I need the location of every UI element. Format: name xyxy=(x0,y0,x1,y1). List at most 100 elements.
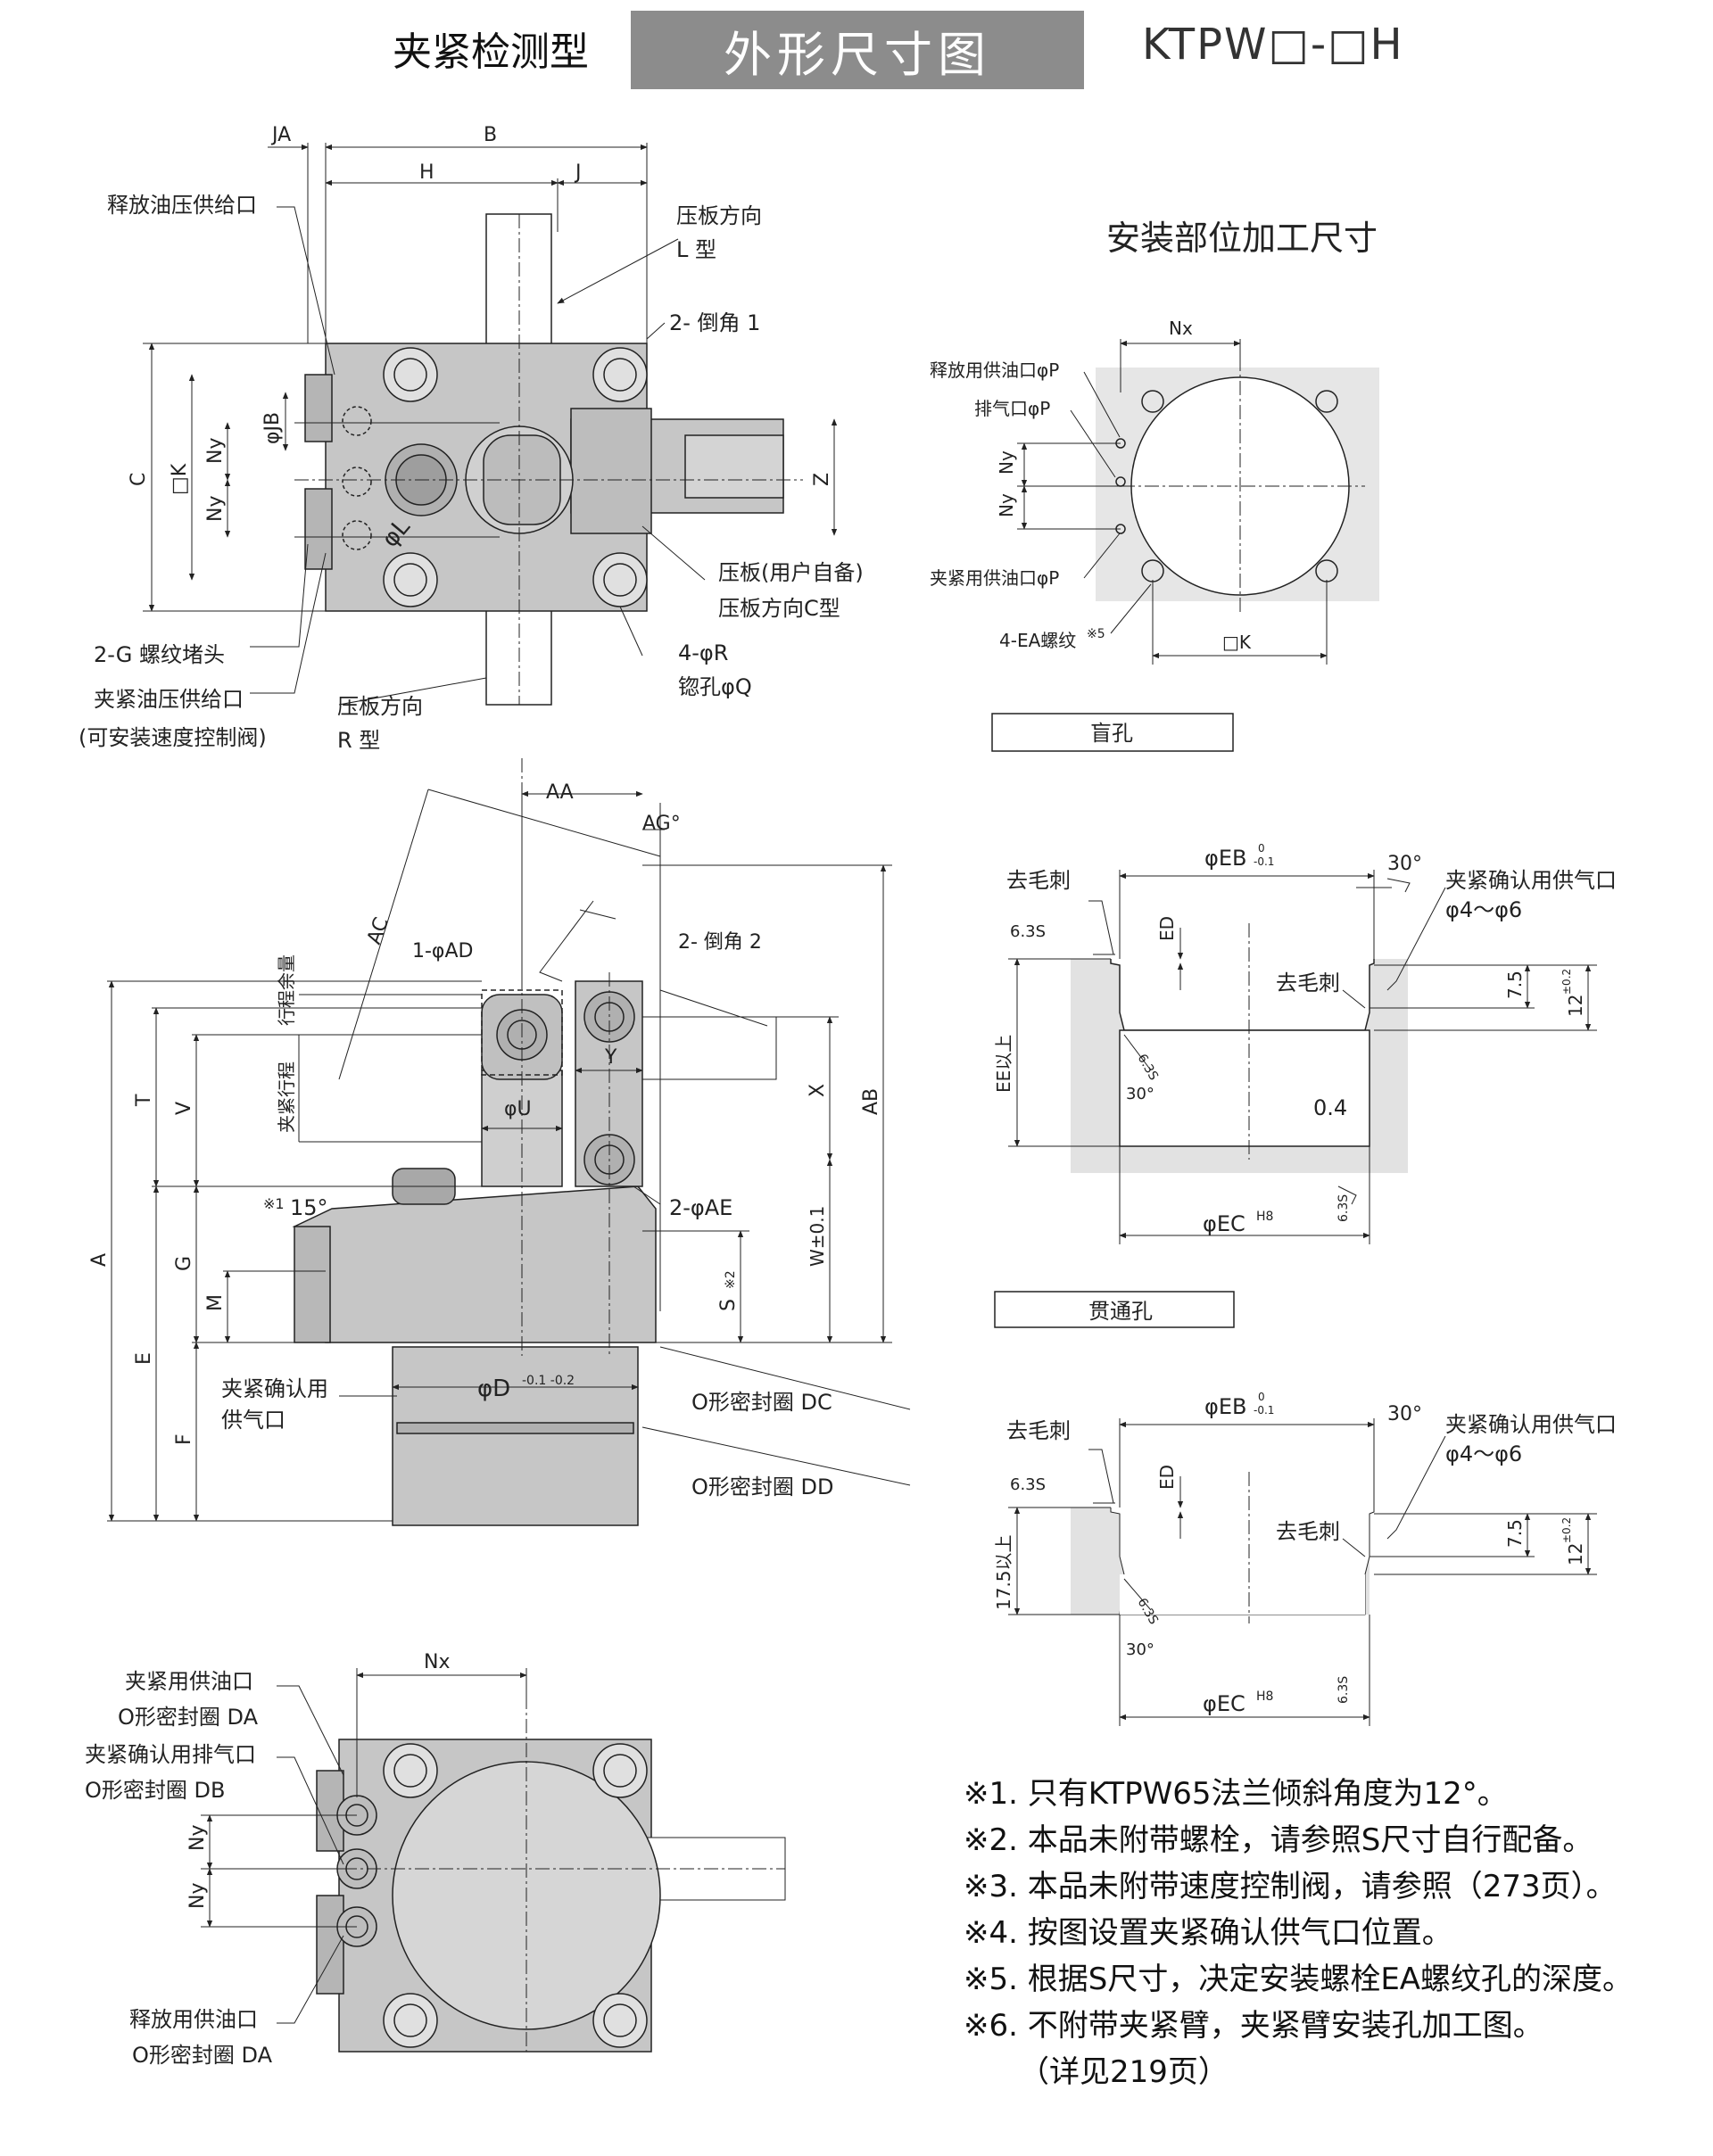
top-view xyxy=(143,143,838,706)
blind-d75: 7.5 xyxy=(1504,971,1526,999)
series-name: 夹紧检测型 xyxy=(393,29,589,75)
blind-d12: 12 xyxy=(1565,995,1586,1017)
blind-angle30b: 30° xyxy=(1126,1085,1154,1103)
mount-label-thread: 4-EA螺纹 xyxy=(999,630,1076,651)
side-view-labels: AA AG° AC 1-φAD 2- 倒角 2 行程余量 夹紧行程 φU Y X… xyxy=(88,781,882,1499)
through-deburr2: 去毛刺 xyxy=(1276,1519,1340,1544)
section-title: 外形尺寸图 xyxy=(631,11,1084,89)
note-2: ※2. 本品未附带螺栓，请参照S尺寸自行配备。 xyxy=(964,1822,1593,1858)
side-flange xyxy=(292,1185,657,1343)
through-d12-tol: ±0.2 xyxy=(1560,1517,1573,1543)
dim-m: M xyxy=(204,1294,227,1311)
dim-w: W±0.1 xyxy=(807,1206,828,1267)
label-dir-l-2: L 型 xyxy=(676,237,716,262)
dim-note1: ※1 xyxy=(263,1195,285,1212)
mount-label-clamp: 夹紧用供油口φP xyxy=(930,567,1059,589)
through-ec: φEC xyxy=(1203,1691,1245,1716)
through-d175: 17.5以上 xyxy=(993,1534,1014,1610)
mount-label-note5: ※5 xyxy=(1087,627,1105,641)
blind-angle30: 30° xyxy=(1387,853,1422,875)
dim-x: X xyxy=(807,1084,829,1097)
mount-dim-ny2: Ny xyxy=(996,493,1017,517)
footnotes: ※1. 只有KTPW65法兰倾斜角度为12°。 ※2. 本品未附带螺栓，请参照S… xyxy=(964,1771,1695,2095)
dim-u: φU xyxy=(504,1098,532,1120)
note-3: ※3. 本品未附带速度控制阀，请参照（273页）。 xyxy=(964,1869,1617,1904)
through-d75: 7.5 xyxy=(1504,1519,1526,1548)
dim-e: E xyxy=(133,1352,155,1365)
dim-ac: AC xyxy=(363,914,393,947)
through-eb: φEB xyxy=(1204,1394,1246,1419)
dim-j: J xyxy=(574,161,582,184)
blind-ec-fit: H8 xyxy=(1256,1210,1273,1224)
blind-eb: φEB xyxy=(1204,846,1246,871)
dim-a: A xyxy=(88,1253,111,1267)
dim-d: φD xyxy=(477,1375,510,1402)
dim-aa: AA xyxy=(546,781,574,804)
blind-deburr2: 去毛刺 xyxy=(1276,971,1340,995)
dim-ag: AG° xyxy=(642,813,681,835)
through-angle30: 30° xyxy=(1387,1403,1422,1425)
mount-view-labels: 安装部位加工尺寸 Nx Ny Ny □K 释放用供油口φP 排气口φP 夹紧用供… xyxy=(930,219,1378,746)
dim-ja: JA xyxy=(270,124,291,146)
label-clamp-port-2: (可安装速度控制阀) xyxy=(79,725,267,750)
dim-stroke: 夹紧行程 xyxy=(276,1061,297,1133)
bottom-view-labels: Nx Ny Ny 夹紧用供油口 O形密封圈 DA 夹紧确认用排气口 O形密封圈 … xyxy=(85,1651,450,2068)
through-rough1: 6.3S xyxy=(1010,1475,1046,1494)
dim-s: S xyxy=(717,1299,740,1311)
dim-t: T xyxy=(133,1094,155,1107)
dim-ny1: Ny xyxy=(204,438,227,464)
mount-label-release: 释放用供油口φP xyxy=(930,359,1059,381)
label-dir-r-2: R 型 xyxy=(337,728,380,753)
dim-v: V xyxy=(173,1102,195,1115)
bottom-dim-nx: Nx xyxy=(424,1651,450,1673)
label-plug: 2-G 螺纹堵头 xyxy=(94,642,225,667)
dim-f: F xyxy=(173,1433,195,1445)
dim-g: G xyxy=(173,1256,195,1271)
dim-stroke-margin: 行程余量 xyxy=(276,954,297,1026)
label-dir-r-1: 压板方向 xyxy=(337,694,423,719)
through-rough3: 6.3S xyxy=(1336,1676,1351,1704)
label-oring-dc: O形密封圈 DC xyxy=(691,1390,832,1415)
bottom-dim-ny2: Ny xyxy=(186,1883,209,1909)
blind-d12-tol: ±0.2 xyxy=(1560,969,1573,995)
bottom-label-clamp-2: O形密封圈 DA xyxy=(118,1705,259,1730)
note-6: ※6. 不附带夹紧臂，夹紧臂安装孔加工图。 xyxy=(964,2008,1543,2044)
mount-view xyxy=(991,339,1379,752)
bottom-label-release-2: O形密封圈 DA xyxy=(132,2043,273,2068)
blind-d04: 0.4 xyxy=(1313,1095,1347,1120)
dim-h: H xyxy=(419,161,434,184)
page-header: 夹紧检测型 外形尺寸图 KTPW□-□H xyxy=(0,0,1713,107)
blind-confirm-range: φ4～φ6 xyxy=(1445,897,1522,922)
note-5: ※5. 根据S尺寸，决定安装螺栓EA螺纹孔的深度。 xyxy=(964,1962,1634,1997)
dim-z: Z xyxy=(811,473,833,486)
label-oring-dd: O形密封圈 DD xyxy=(691,1475,833,1499)
through-hole-title: 贯通孔 xyxy=(1088,1299,1153,1324)
through-d12: 12 xyxy=(1565,1543,1586,1565)
dim-jb: φJB xyxy=(261,412,284,444)
blind-deburr: 去毛刺 xyxy=(1006,868,1071,893)
mount-label-vent: 排气口φP xyxy=(974,398,1050,419)
blind-ee: EE以上 xyxy=(993,1035,1014,1093)
dim-ab: AB xyxy=(860,1088,882,1115)
label-release-port: 释放油压供给口 xyxy=(107,193,257,218)
blind-eb-tol-top: 0 xyxy=(1258,842,1265,855)
note-1: ※1. 只有KTPW65法兰倾斜角度为12°。 xyxy=(964,1776,1508,1812)
bottom-dim-ny1: Ny xyxy=(186,1825,209,1851)
top-view-labels: JA B H J C □K Ny Ny φJB φL Z 释放油压供给口 压板方… xyxy=(79,124,864,753)
dim-k: □K xyxy=(169,463,191,495)
dim-b: B xyxy=(484,124,497,146)
dim-c: C xyxy=(128,473,150,486)
blind-eb-tol-bot: -0.1 xyxy=(1254,855,1274,868)
blind-hole-title: 盲孔 xyxy=(1090,721,1133,746)
bottom-view xyxy=(201,1668,786,2053)
label-plate-1: 压板(用户自备) xyxy=(718,560,864,585)
through-confirm: 夹紧确认用供气口 xyxy=(1445,1412,1617,1437)
bottom-label-vent-2: O形密封圈 DB xyxy=(85,1778,225,1803)
bottom-label-release-1: 释放用供油口 xyxy=(129,2007,258,2032)
through-hole-title-box xyxy=(994,1291,1235,1328)
through-eb-tol-top: 0 xyxy=(1258,1391,1265,1403)
bottom-label-vent-1: 夹紧确认用排气口 xyxy=(85,1742,256,1767)
dim-ad: 1-φAD xyxy=(412,940,473,962)
dim-ny2: Ny xyxy=(204,496,227,522)
